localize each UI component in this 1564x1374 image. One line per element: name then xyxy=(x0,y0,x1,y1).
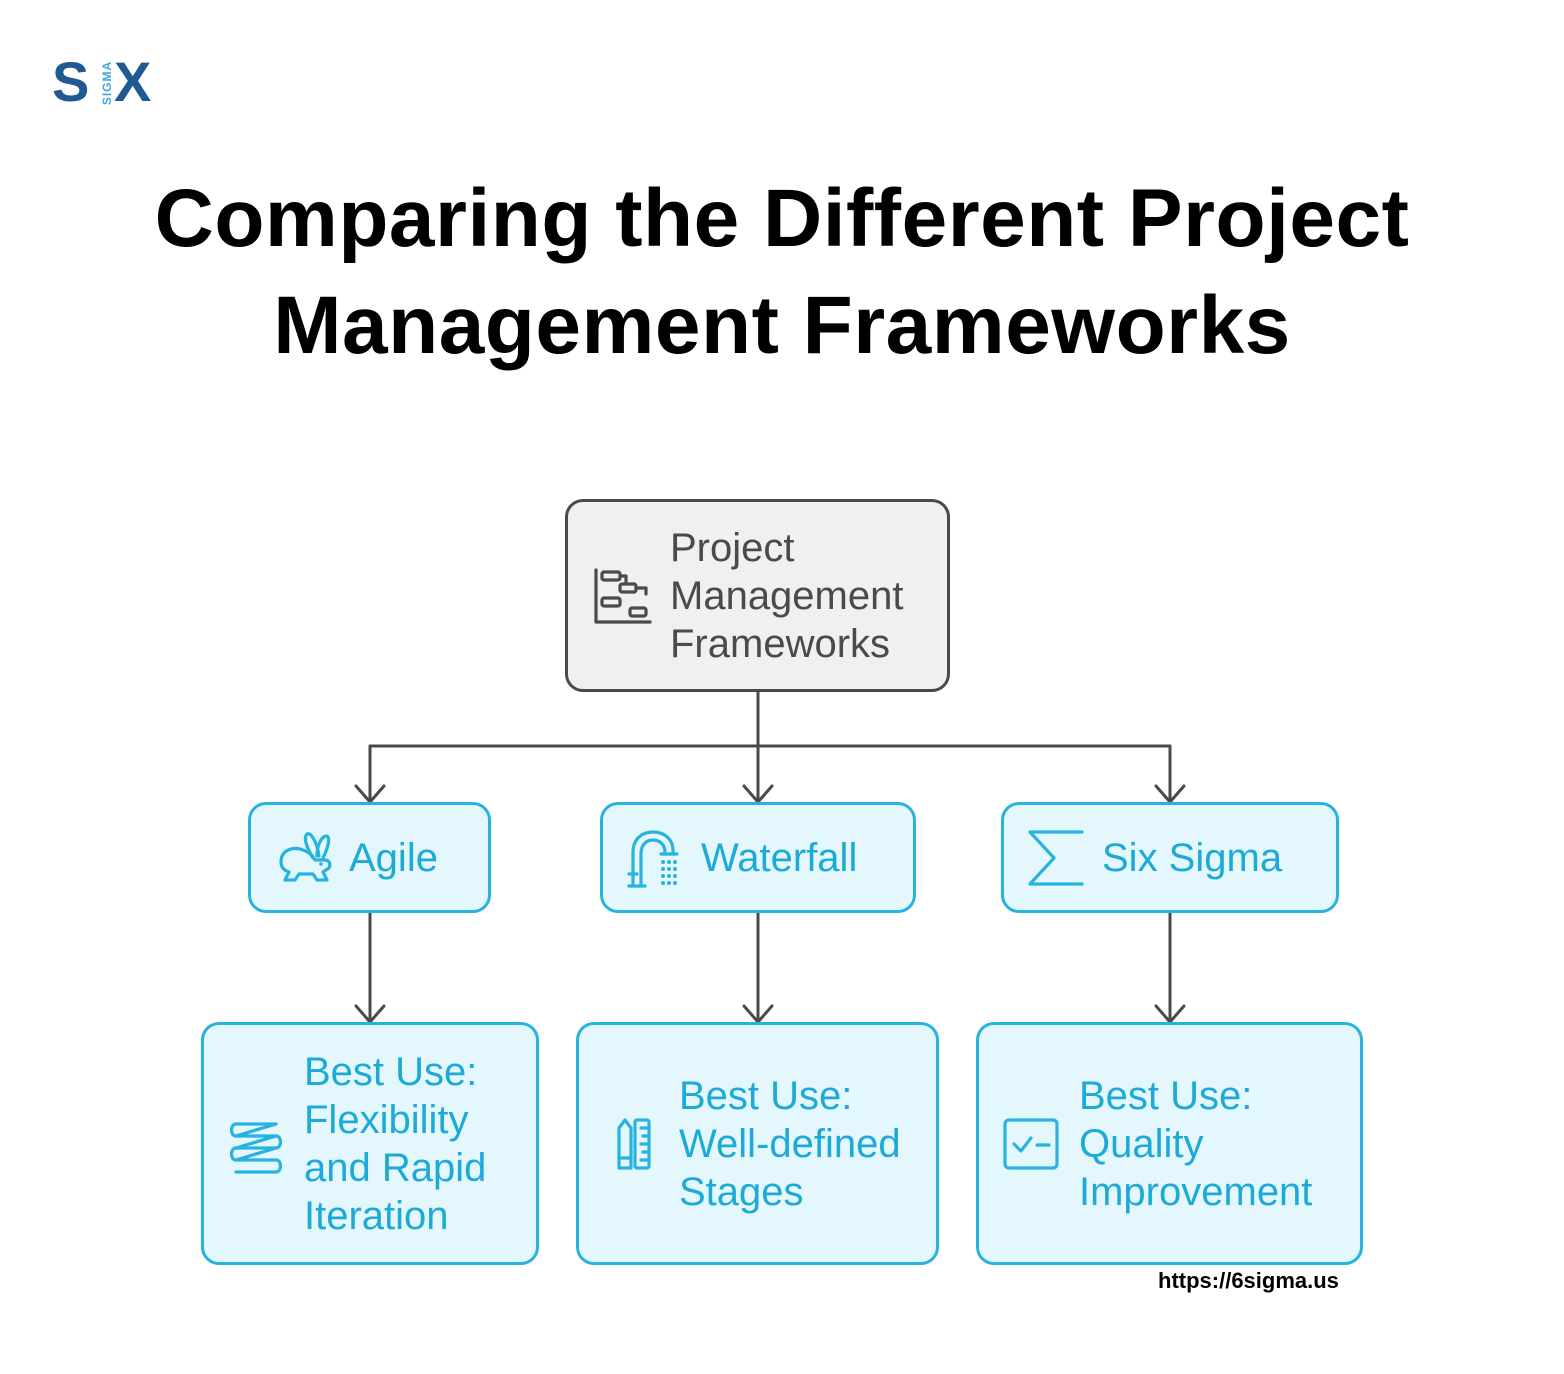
spring-icon xyxy=(229,1121,283,1174)
gantt-chart-icon xyxy=(594,567,652,624)
node-waterfall: Waterfall xyxy=(600,802,916,913)
six-sigma-logo: S SIGMA X xyxy=(52,52,164,112)
node-agile-label: Agile xyxy=(349,835,438,880)
root-node-project-management-frameworks: Project Management Frameworks xyxy=(565,499,950,692)
best-use-six-sigma: Best Use: Quality Improvement xyxy=(976,1022,1363,1265)
best-use-waterfall-label: Best Use: Well-defined Stages xyxy=(679,1073,901,1214)
logo-letter-x: X xyxy=(114,50,152,113)
sigma-icon xyxy=(1028,829,1084,886)
best-use-agile: Best Use: Flexibility and Rapid Iteratio… xyxy=(201,1022,539,1265)
node-waterfall-label: Waterfall xyxy=(701,835,858,880)
node-six-sigma-label: Six Sigma xyxy=(1102,835,1283,880)
best-use-six-sigma-label: Best Use: Quality Improvement xyxy=(1079,1073,1313,1214)
source-url: https://6sigma.us xyxy=(1158,1268,1339,1293)
page-title: Comparing the Different Project Manageme… xyxy=(154,173,1410,371)
rabbit-icon xyxy=(279,831,332,882)
best-use-agile-label: Best Use: Flexibility and Rapid Iteratio… xyxy=(304,1049,487,1238)
node-six-sigma: Six Sigma xyxy=(1001,802,1339,913)
logo-letter-s: S xyxy=(52,50,90,113)
shower-icon xyxy=(627,829,679,888)
ruler-pencil-icon xyxy=(617,1117,651,1170)
node-agile: Agile xyxy=(248,802,491,913)
best-use-waterfall: Best Use: Well-defined Stages xyxy=(576,1022,939,1265)
root-node-label: Project Management Frameworks xyxy=(670,525,904,666)
checklist-icon xyxy=(1003,1117,1059,1170)
